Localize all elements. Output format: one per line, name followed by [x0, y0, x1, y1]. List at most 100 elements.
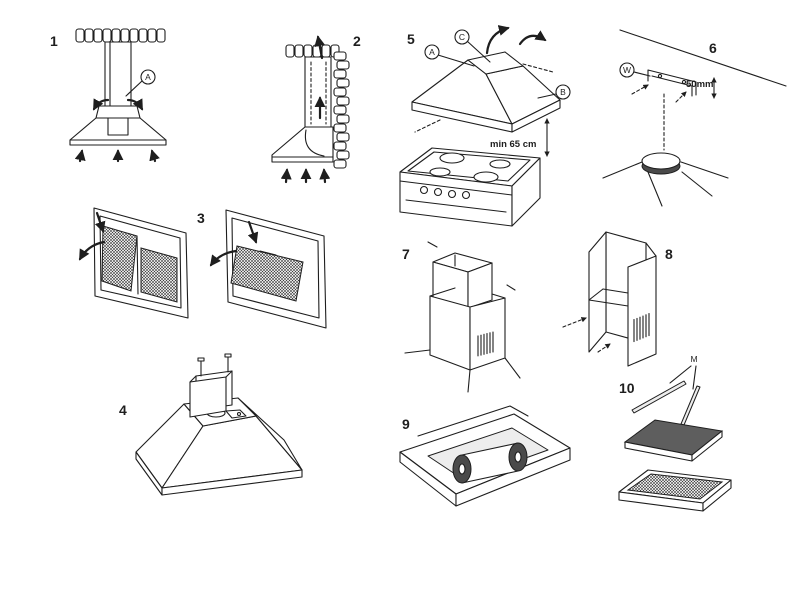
- intake-arrows: [280, 168, 331, 184]
- brick: [120, 28, 130, 43]
- screw-arrow: [597, 343, 611, 353]
- figure-number: 5: [407, 31, 415, 47]
- brick: [102, 28, 112, 43]
- callout-m: M: [669, 354, 698, 390]
- screw-arrow: [562, 317, 587, 328]
- brick: [336, 96, 350, 106]
- brick: [84, 28, 94, 43]
- knob: [433, 187, 443, 197]
- ceiling-line: [619, 29, 787, 87]
- knob: [447, 189, 457, 199]
- brick: [321, 44, 331, 58]
- burner: [473, 171, 499, 183]
- figure-10: 10 M: [618, 354, 732, 512]
- brick: [138, 28, 148, 43]
- ceiling-bracket: [647, 69, 697, 97]
- intake-arrows: [74, 149, 160, 163]
- brick: [333, 141, 347, 151]
- brick: [336, 78, 350, 88]
- push-arrow: [94, 211, 106, 233]
- airflow-arrow: [126, 98, 144, 111]
- screw-arrow: [427, 241, 438, 248]
- brick: [75, 28, 85, 43]
- wall-bricks: [333, 51, 350, 169]
- figure-number: 3: [197, 210, 205, 226]
- cooker: [399, 147, 541, 227]
- hood-frame-right: [225, 209, 327, 329]
- brick: [111, 28, 121, 43]
- callout-label: M: [690, 354, 697, 364]
- carbon-filter: [623, 419, 724, 462]
- hood-edge: [417, 405, 529, 437]
- callout-label: A: [429, 47, 435, 57]
- brick: [333, 51, 347, 61]
- figure-3: 3: [78, 207, 327, 329]
- grease-filter-tilted: [230, 245, 304, 302]
- brick: [333, 87, 347, 97]
- upper-chimney: [432, 252, 493, 309]
- push-arrow: [247, 220, 259, 244]
- hood: [411, 51, 561, 133]
- mounting-bracket: [189, 370, 247, 419]
- screw-arrow: [675, 91, 687, 103]
- figure-7: 7: [402, 241, 521, 393]
- knob: [419, 185, 429, 195]
- figure-number: 8: [665, 246, 673, 262]
- callout-a: A: [424, 44, 475, 67]
- ceiling-bricks: [75, 28, 166, 43]
- dimension-label: 50mm: [686, 79, 713, 90]
- brick: [93, 28, 103, 43]
- burner: [439, 152, 465, 164]
- lower-chimney: [429, 287, 506, 371]
- screws: [197, 353, 232, 377]
- hood-frame-left: [93, 207, 189, 319]
- callout-w: W: [619, 62, 651, 78]
- callout-label: B: [560, 87, 566, 97]
- callout-label: A: [145, 72, 151, 82]
- airflow-arrow: [92, 98, 110, 111]
- brick: [333, 159, 347, 169]
- pull-arrow: [78, 240, 106, 261]
- callout-c: C: [454, 29, 491, 63]
- figure-2: 2: [271, 33, 361, 184]
- hood-top: [602, 152, 729, 207]
- figure-4: 4: [119, 353, 303, 496]
- figure-number: 9: [402, 416, 410, 432]
- knob: [461, 190, 471, 200]
- screw-arrow: [506, 284, 516, 291]
- brick: [156, 28, 166, 43]
- figure-number: 10: [619, 380, 635, 396]
- brick: [285, 44, 295, 58]
- chimney: [304, 56, 332, 128]
- brick: [333, 123, 347, 133]
- hood: [69, 105, 167, 146]
- ceiling-bricks: [285, 44, 340, 58]
- brick: [333, 69, 347, 79]
- figure-6: 6 W 50mm: [602, 29, 787, 207]
- retaining-rods: [631, 380, 701, 426]
- dimension-label: min 65 cm: [490, 139, 536, 150]
- burner: [429, 167, 451, 177]
- brick: [336, 114, 350, 124]
- figure-5: 5 A C B: [399, 25, 571, 227]
- figure-number: 2: [353, 33, 361, 49]
- grease-filter: [618, 469, 732, 512]
- burner: [489, 159, 511, 169]
- brick: [147, 28, 157, 43]
- exhaust-arrow: [314, 35, 326, 60]
- brick: [336, 132, 350, 142]
- grease-filter-installed: [140, 247, 178, 303]
- figure-9: 9: [399, 405, 571, 507]
- pull-arrow: [209, 249, 238, 267]
- brick: [294, 44, 304, 58]
- vent-slots: [633, 313, 650, 343]
- figure-1: 1 A: [50, 28, 167, 163]
- chimney-frame: [588, 231, 657, 367]
- callout-label: C: [459, 32, 465, 42]
- figure-number: 1: [50, 33, 58, 49]
- motor: [452, 442, 528, 484]
- brick: [333, 105, 347, 115]
- rotate-arrow: [485, 25, 510, 55]
- grease-filter-released: [101, 225, 138, 292]
